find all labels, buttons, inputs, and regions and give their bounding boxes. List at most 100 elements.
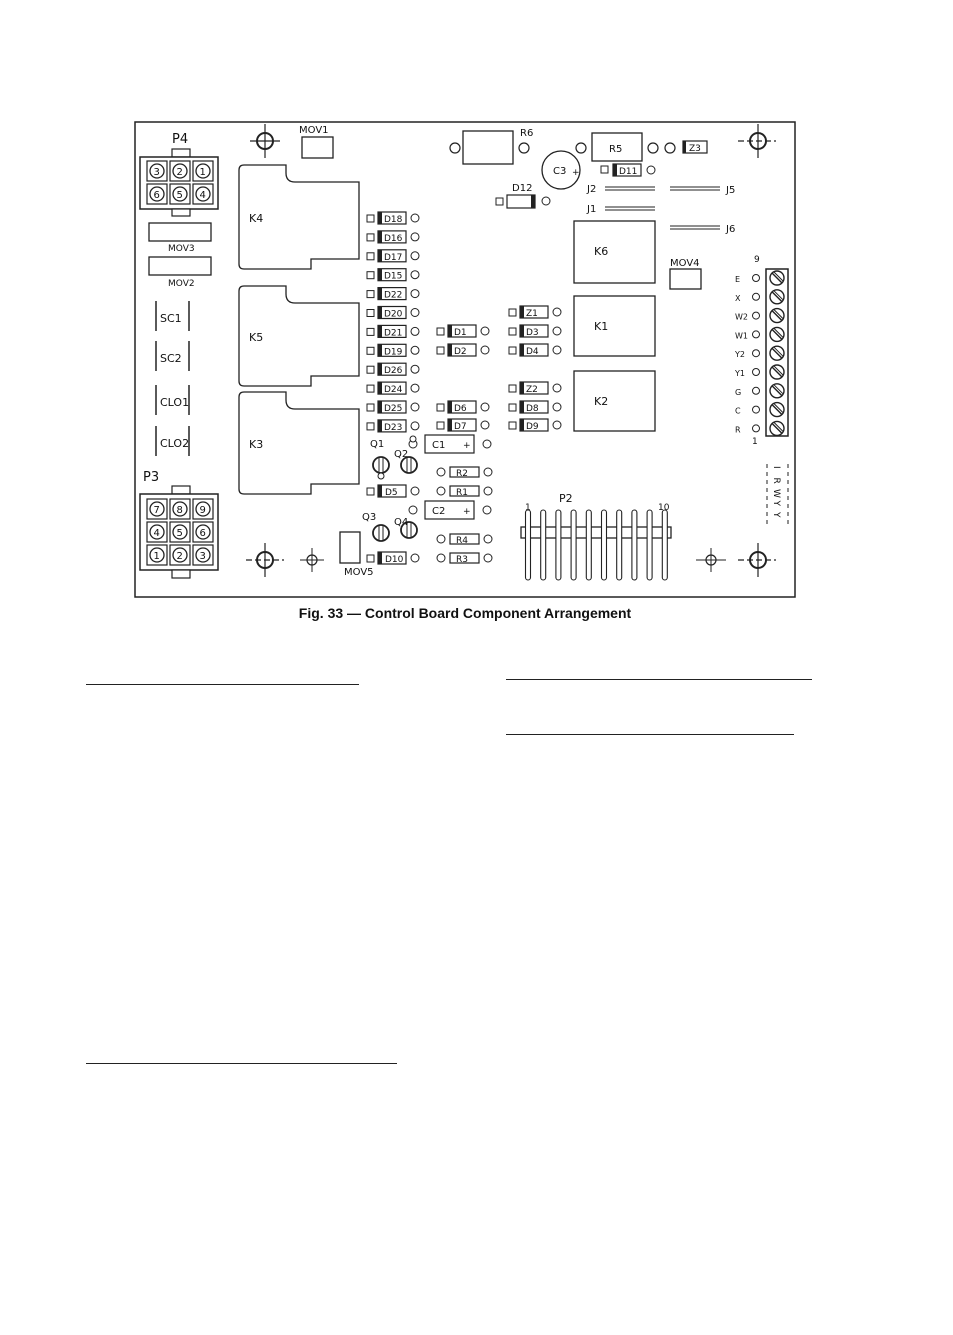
d21-diode-label: D21 <box>384 328 402 338</box>
d10-diode <box>366 551 420 565</box>
p3-pin-5: 5 <box>169 521 191 543</box>
q4-transistor: Q4 <box>394 517 418 539</box>
k5-label: K5 <box>249 331 263 344</box>
d3-diode: D3 <box>508 324 562 338</box>
jumper-strip-letter: Y <box>771 511 781 518</box>
d18-diode-label: D18 <box>384 215 403 225</box>
jumper-strip <box>766 464 789 528</box>
side-label-sc1: SC1 <box>155 301 190 331</box>
board-outline <box>134 121 796 598</box>
d19-diode-label: D19 <box>384 347 403 357</box>
r5-label: R5 <box>609 144 622 155</box>
j5-jumper <box>670 186 720 191</box>
d23-diode: D23 <box>366 419 420 433</box>
jumper-strip-letter: W <box>771 489 781 498</box>
mov2-label: MOV2 <box>168 279 195 289</box>
terminal-c: C <box>735 401 785 418</box>
side-label-text: CLO2 <box>160 437 189 450</box>
j2-jumper <box>605 186 655 191</box>
side-label-clo2: CLO2 <box>155 426 190 456</box>
d12-diode <box>495 194 551 209</box>
p4-pin-label: 3 <box>154 167 160 178</box>
section-rule-left-lower <box>86 1063 397 1064</box>
p3-pin-3: 3 <box>192 544 214 566</box>
p2-pin <box>661 509 668 581</box>
mov4-label: MOV4 <box>670 258 700 269</box>
terminal-label: Y2 <box>734 350 745 359</box>
svg-text:+: + <box>463 441 471 451</box>
d24-diode: D24 <box>366 381 420 395</box>
z3-zener <box>682 140 708 154</box>
p3-pin-label: 7 <box>154 505 160 516</box>
c3-capacitor: + <box>541 150 581 190</box>
mount-hole-top-left <box>250 124 280 158</box>
d4-diode-label: D4 <box>526 347 539 357</box>
d18-diode: D18 <box>366 211 420 225</box>
section-rule-right-2 <box>506 734 794 735</box>
p3-pin-label: 8 <box>177 505 183 516</box>
z1-zener: Z1 <box>508 305 562 319</box>
d9-diode-label: D9 <box>526 422 539 432</box>
d1-diode: D1 <box>436 324 490 338</box>
k1-label: K1 <box>594 320 608 333</box>
d11-label: D11 <box>619 167 637 177</box>
d5-diode <box>366 484 420 498</box>
terminal-r: R <box>735 420 785 437</box>
d16-diode-label: D16 <box>384 234 403 244</box>
mov3-body <box>148 222 212 242</box>
k5-relay: K5 <box>238 285 360 387</box>
p4-pin-label: 2 <box>177 167 183 178</box>
svg-text:+: + <box>463 507 471 517</box>
c2-capacitor: + <box>408 500 492 520</box>
terminal-w2: W2 <box>735 307 785 324</box>
d20-diode-label: D20 <box>384 310 403 320</box>
mov3-label: MOV3 <box>168 244 195 254</box>
d4-diode: D4 <box>508 343 562 357</box>
c1-label: C1 <box>432 440 445 451</box>
terminal-bottom-number: 1 <box>752 437 758 447</box>
p2-pin <box>646 509 653 581</box>
p3-pin-9: 9 <box>192 498 214 520</box>
p4-pin-label: 4 <box>200 190 206 201</box>
p2-label: P2 <box>559 492 573 505</box>
q3-transistor: Q3 <box>362 512 390 542</box>
d17-diode-label: D17 <box>384 253 402 263</box>
z1-zener-label: Z1 <box>526 309 538 319</box>
r3-resistor: R3 <box>436 552 493 565</box>
p4-pin-label: 6 <box>154 190 160 201</box>
d7-diode: D7 <box>436 418 490 432</box>
mov1-body <box>301 136 334 159</box>
d19-diode: D19 <box>366 343 420 357</box>
d2-diode-label: D2 <box>454 347 467 357</box>
terminal-label: X <box>735 294 741 303</box>
p2-pin <box>524 509 532 581</box>
k1-relay <box>573 295 656 357</box>
side-label-text: SC2 <box>160 352 182 365</box>
p2-pin-last: 10 <box>658 503 670 513</box>
d21-diode: D21 <box>366 324 420 338</box>
q2-label: Q2 <box>394 449 408 460</box>
d3-diode-label: D3 <box>526 328 539 338</box>
terminal-label: W1 <box>735 331 748 340</box>
mov4-body <box>669 268 702 290</box>
terminal-label: G <box>735 388 741 397</box>
jumper-strip-letter: R <box>771 478 781 484</box>
d22-diode: D22 <box>366 287 420 301</box>
p2-pin <box>600 509 608 581</box>
side-label-sc2: SC2 <box>155 341 190 371</box>
mov1-label: MOV1 <box>299 125 329 136</box>
r2-label: R2 <box>456 469 468 479</box>
d15-diode: D15 <box>366 268 420 282</box>
mount-hole-top-right <box>738 124 776 158</box>
d20-diode: D20 <box>366 305 420 320</box>
terminal-top-number: 9 <box>754 255 760 265</box>
d10-label: D10 <box>385 555 404 565</box>
p3-pin-label: 6 <box>200 528 206 539</box>
terminal-label: E <box>735 275 740 284</box>
j6-label: J6 <box>725 224 735 235</box>
d2-diode: D2 <box>436 343 490 357</box>
d8-diode: D8 <box>508 400 562 414</box>
k2-label: K2 <box>594 395 608 408</box>
mov5-body <box>339 531 361 564</box>
